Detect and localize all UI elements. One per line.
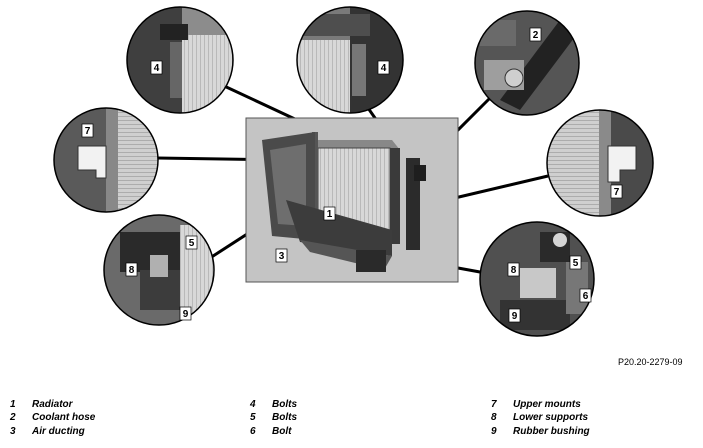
callout-5-left: 5 <box>185 235 198 250</box>
callout-3: 3 <box>275 248 288 263</box>
callout-8-left: 8 <box>125 262 138 277</box>
svg-text:5: 5 <box>573 258 579 269</box>
callout-7-left: 7 <box>81 123 94 138</box>
detail-circle-upper-mount-left <box>53 107 159 213</box>
svg-text:7: 7 <box>85 126 91 137</box>
svg-text:2: 2 <box>533 30 539 41</box>
callout-1: 1 <box>323 206 336 221</box>
detail-circle-lower-supports-right <box>479 221 595 337</box>
detail-circle-coolant-hose <box>474 10 580 116</box>
callout-4-left: 4 <box>150 60 163 75</box>
callout-5-right: 5 <box>569 255 582 270</box>
figure-reference-code: P20.20-2279-09 <box>618 357 683 367</box>
callout-8-right: 8 <box>507 262 520 277</box>
callout-9-left: 9 <box>179 306 192 321</box>
callout-6: 6 <box>579 288 592 303</box>
svg-text:9: 9 <box>512 311 518 322</box>
callout-4-right: 4 <box>377 60 390 75</box>
detail-circle-bolts-right <box>296 6 404 114</box>
detail-circle-upper-mount-right <box>546 109 654 217</box>
callout-7-right: 7 <box>610 184 623 199</box>
svg-text:7: 7 <box>614 187 620 198</box>
svg-text:1: 1 <box>327 209 333 220</box>
svg-text:5: 5 <box>189 238 195 249</box>
callout-9-right: 9 <box>508 308 521 323</box>
callout-2: 2 <box>529 27 542 42</box>
svg-text:6: 6 <box>583 291 589 302</box>
svg-text:8: 8 <box>511 265 517 276</box>
svg-text:3: 3 <box>279 251 285 262</box>
svg-text:4: 4 <box>154 63 160 74</box>
svg-text:8: 8 <box>129 265 135 276</box>
detail-circle-lower-supports-left <box>103 214 215 326</box>
callout-labels: 1 2 3 4 4 5 5 6 7 7 8 8 9 9 <box>81 27 623 323</box>
svg-text:4: 4 <box>381 63 387 74</box>
detail-circle-bolts-left <box>126 6 234 114</box>
svg-text:9: 9 <box>183 309 189 320</box>
